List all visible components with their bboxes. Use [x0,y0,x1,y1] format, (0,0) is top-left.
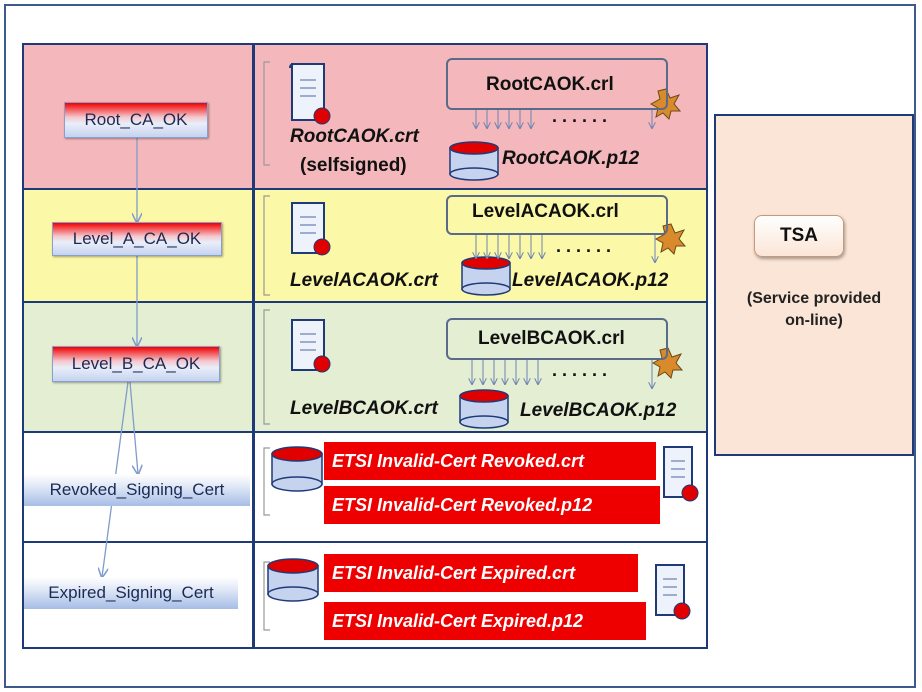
tsa-note-line2: on-line) [785,312,843,329]
certificate-icon [291,202,331,256]
root-crt-label: RootCAOK.crt [290,126,419,147]
row-separator [22,188,708,190]
bracket [263,447,270,516]
root-crl-dots: . . . . . . [552,106,608,126]
node-level-a-ca: Level_A_CA_OK [52,222,222,256]
keystore-icon [267,558,319,602]
node-level-b-ca: Level_B_CA_OK [52,346,220,382]
bracket [263,61,270,166]
arrow-b-to-revoked [129,381,138,474]
diagram-frame [4,4,916,688]
node-revoked-signing-cert: Revoked_Signing_Cert [24,474,250,506]
keystore-icon [459,389,509,429]
tsa-box: TSA [754,215,844,257]
bracket [263,195,270,296]
node-root-ca: Root_CA_OK [64,102,208,138]
node-expired-signing-cert: Expired_Signing_Cert [24,577,238,609]
crl-box-root [446,58,668,110]
level-a-crl-label: LevelACAOK.crl [472,201,619,222]
tsa-note-line1: (Service provided [746,290,882,307]
row-separator [22,541,708,543]
level-b-crl-label: LevelBCAOK.crl [478,328,625,349]
revoked-crt-label: ETSI Invalid-Cert Revoked.crt [324,442,656,480]
revoked-p12-label: ETSI Invalid-Cert Revoked.p12 [324,486,660,524]
level-a-p12-label: LevelACAOK.p12 [512,270,669,291]
level-b-crl-dots: . . . . . . [552,360,608,380]
expired-crt-label: ETSI Invalid-Cert Expired.crt [324,554,638,592]
crl-box-level-b [446,318,668,360]
level-b-p12-label: LevelBCAOK.p12 [520,400,677,421]
bracket [263,561,270,631]
certificate-icon [289,63,331,125]
crl-entry-arrows [476,233,655,262]
crl-entry-arrows [476,110,652,128]
level-b-crt-label: LevelBCAOK.crt [290,398,438,419]
level-a-crt-label: LevelACAOK.crt [290,270,438,291]
column-divider [252,44,255,648]
root-crt-note: (selfsigned) [300,155,407,176]
tsa-note: (Service provided on-line) [712,288,916,332]
certificate-icon [291,319,331,373]
table-border [22,43,708,649]
level-a-crl-dots: . . . . . . [556,236,612,256]
certificate-icon [655,564,691,620]
keystore-icon [449,141,499,181]
row-separator [22,301,708,303]
bracket [263,309,270,425]
keystore-icon [461,256,511,296]
crl-box-level-a [446,195,668,235]
keystore-icon [271,446,323,492]
expired-p12-label: ETSI Invalid-Cert Expired.p12 [324,602,646,640]
crl-entry-arrows [472,358,652,388]
crl-seal-icon [654,223,687,255]
root-p12-label: RootCAOK.p12 [502,148,640,169]
row-separator [22,431,708,433]
tsa-panel [714,114,914,456]
root-crl-label: RootCAOK.crl [486,74,614,95]
certificate-icon [663,446,699,502]
